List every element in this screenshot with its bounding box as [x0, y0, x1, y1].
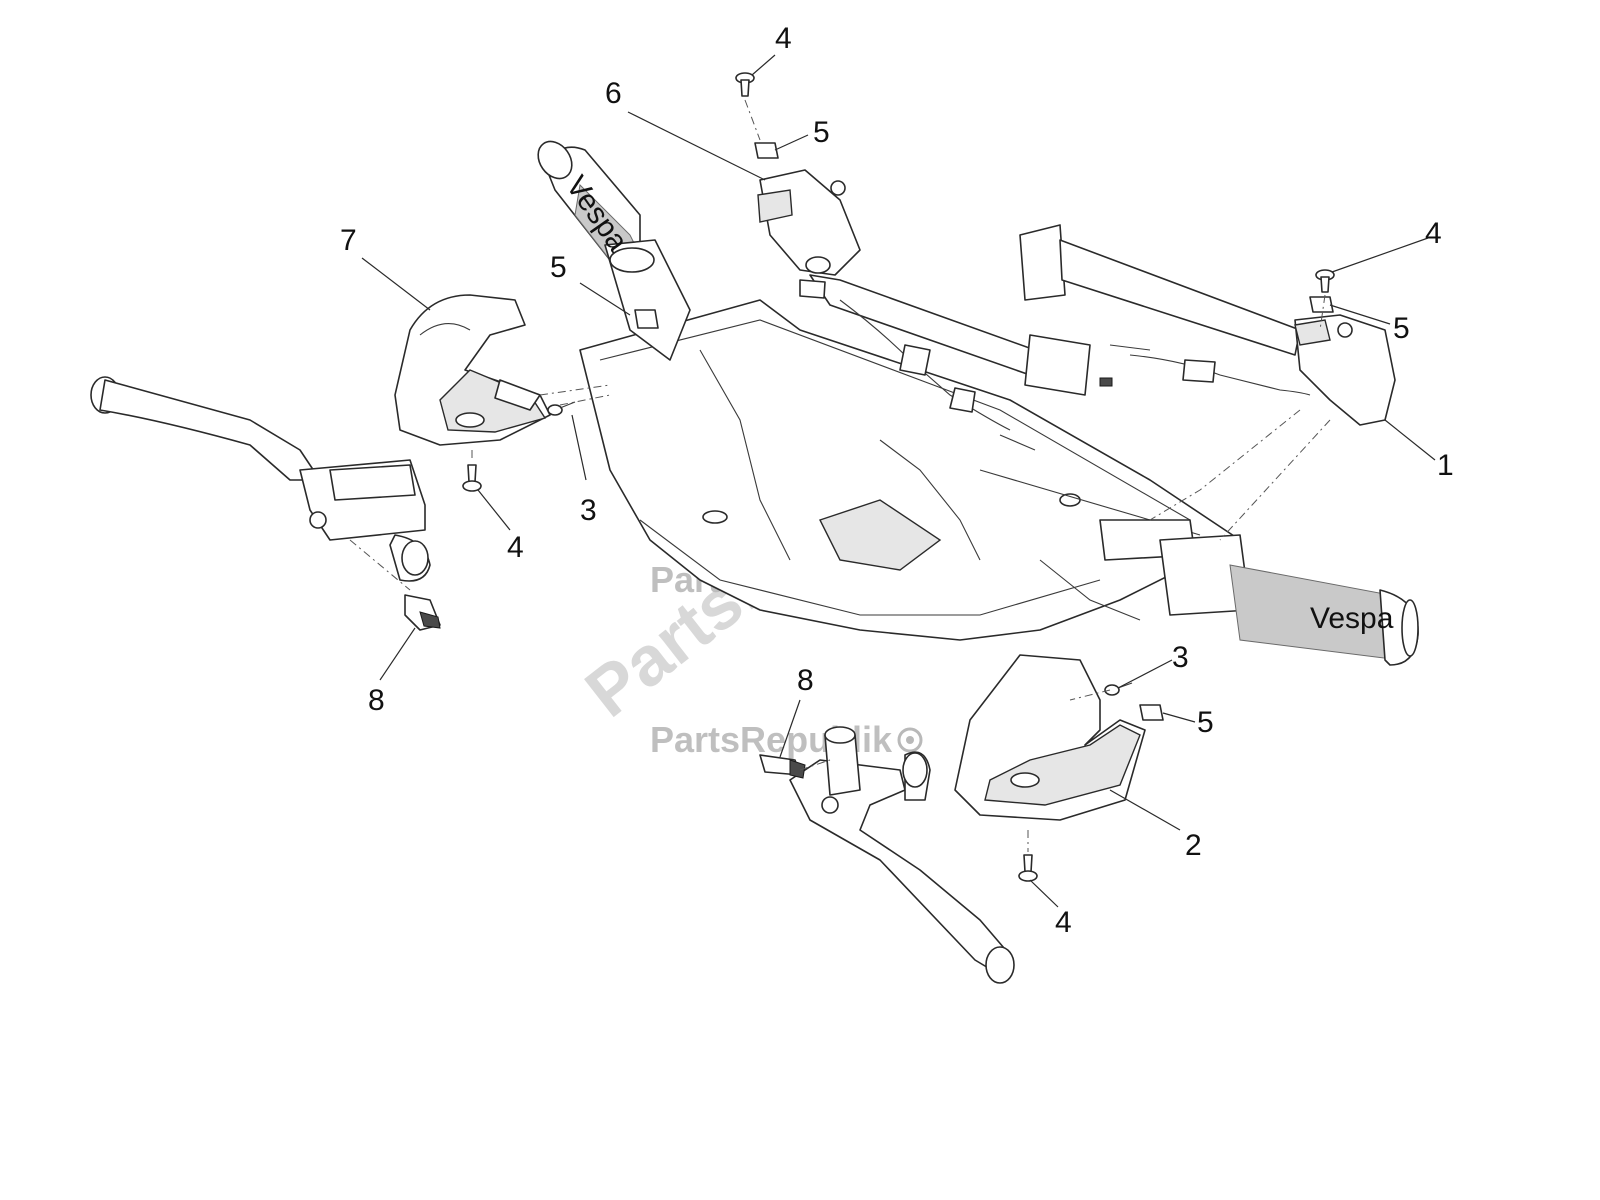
callout-5-bottom: 5	[1197, 706, 1214, 739]
callout-2: 2	[1185, 829, 1202, 862]
callout-8-right: 8	[797, 664, 814, 697]
gear-icon	[897, 727, 923, 753]
callout-4-top: 4	[775, 22, 792, 55]
right-grip: Vespa	[1159, 534, 1419, 666]
left-grip: Vespa	[537, 140, 691, 361]
clip-5-right	[1309, 296, 1334, 313]
callout-8-left: 8	[368, 684, 385, 717]
hardware	[462, 72, 1335, 882]
callout-5-right: 5	[1393, 312, 1410, 345]
leader-lines	[361, 54, 1436, 908]
left-brake-lever	[90, 376, 431, 582]
screw-4-top	[735, 72, 755, 97]
callout-4-bottom: 4	[1055, 906, 1072, 939]
part-7-left-cover	[394, 294, 551, 446]
callout-3-left: 3	[580, 494, 597, 527]
callout-5-top: 5	[813, 116, 830, 149]
callout-3-right: 3	[1172, 641, 1189, 674]
clip-5-top	[754, 142, 779, 159]
clip-5-mid	[634, 309, 659, 329]
callout-7: 7	[340, 224, 357, 257]
clip-5-bottom	[1139, 704, 1164, 721]
callout-1: 1	[1437, 449, 1454, 482]
callout-numbers: 4 5 6 7 5 3 4 8 4 5 1 3 5 8 2 4	[340, 22, 1454, 939]
part-1-right-switch	[1019, 224, 1396, 426]
part-8-stop-switch-right	[759, 754, 806, 779]
watermark-3: PartsRepublik	[650, 719, 923, 760]
screw-3-right	[1104, 682, 1133, 696]
callout-6: 6	[605, 77, 622, 110]
screw-4-bottom	[1018, 854, 1038, 882]
part-8-stop-switch-left	[404, 594, 441, 631]
right-brake-lever	[789, 726, 1015, 984]
callout-4-right: 4	[1425, 217, 1442, 250]
part-6-left-switch	[757, 169, 1091, 451]
callout-5-mid: 5	[550, 251, 567, 284]
screw-4-right	[1315, 269, 1335, 293]
grip-logo-right: Vespa	[1310, 602, 1394, 635]
assembly-lines	[349, 99, 1331, 852]
screw-4-left	[462, 464, 482, 492]
screw-3-left	[547, 401, 576, 416]
callout-4-left: 4	[507, 531, 524, 564]
part-2-right-cover	[954, 654, 1146, 821]
